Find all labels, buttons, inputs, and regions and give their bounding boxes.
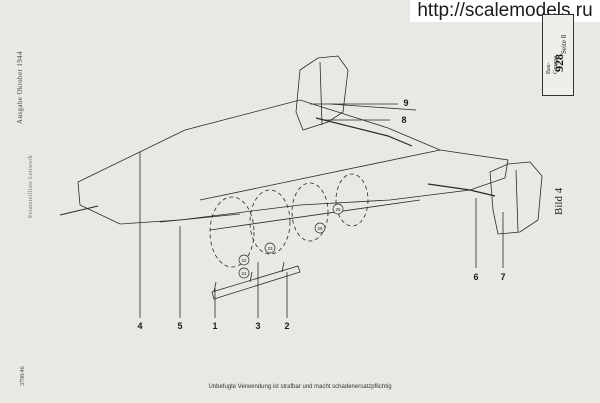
right-fin [489, 161, 543, 235]
ref-circle-23 [264, 242, 276, 254]
elevator-rod-left [315, 117, 413, 147]
frame-22 [209, 196, 255, 268]
fuselage-top-line [199, 149, 441, 201]
ref-circle-24 [238, 267, 250, 279]
callout-6: 6 [473, 272, 478, 282]
callout-9: 9 [403, 98, 408, 108]
title-box [542, 14, 574, 96]
rail-bolts [213, 261, 285, 293]
callout-3: 3 [255, 321, 260, 331]
ref-circle-26 [314, 222, 326, 234]
callout-5: 5 [177, 321, 182, 331]
callout-8: 8 [401, 115, 406, 125]
ref-22: 22 [241, 258, 247, 263]
bottom-rail [211, 265, 301, 300]
stabilizer-outline [77, 99, 509, 225]
callout-7: 7 [500, 272, 505, 282]
callout-4: 4 [137, 321, 142, 331]
ref-25: 25 [335, 207, 341, 212]
ref-circle-25 [332, 203, 344, 215]
callout-1: 1 [212, 321, 217, 331]
footer-notice: Unbefugte Verwendung ist strafbar und ma… [208, 384, 392, 390]
elevator-rod-right [427, 183, 496, 197]
stab-spar-left [329, 103, 417, 111]
left-fin [295, 55, 349, 131]
ref-24: 24 [241, 271, 247, 276]
frame-25 [335, 173, 369, 227]
ref-26: 26 [317, 226, 323, 231]
cable-run [159, 213, 241, 223]
left-fin-hinge [319, 61, 323, 126]
frame-26 [291, 182, 329, 242]
callout-2: 2 [284, 321, 289, 331]
fuselage-bottom-line [209, 199, 421, 231]
frame-23 [249, 189, 291, 255]
trim-cable-tip [59, 205, 99, 216]
ref-23: 23 [267, 246, 273, 251]
right-fin-hinge [515, 169, 519, 233]
ref-circle-22 [238, 254, 250, 266]
